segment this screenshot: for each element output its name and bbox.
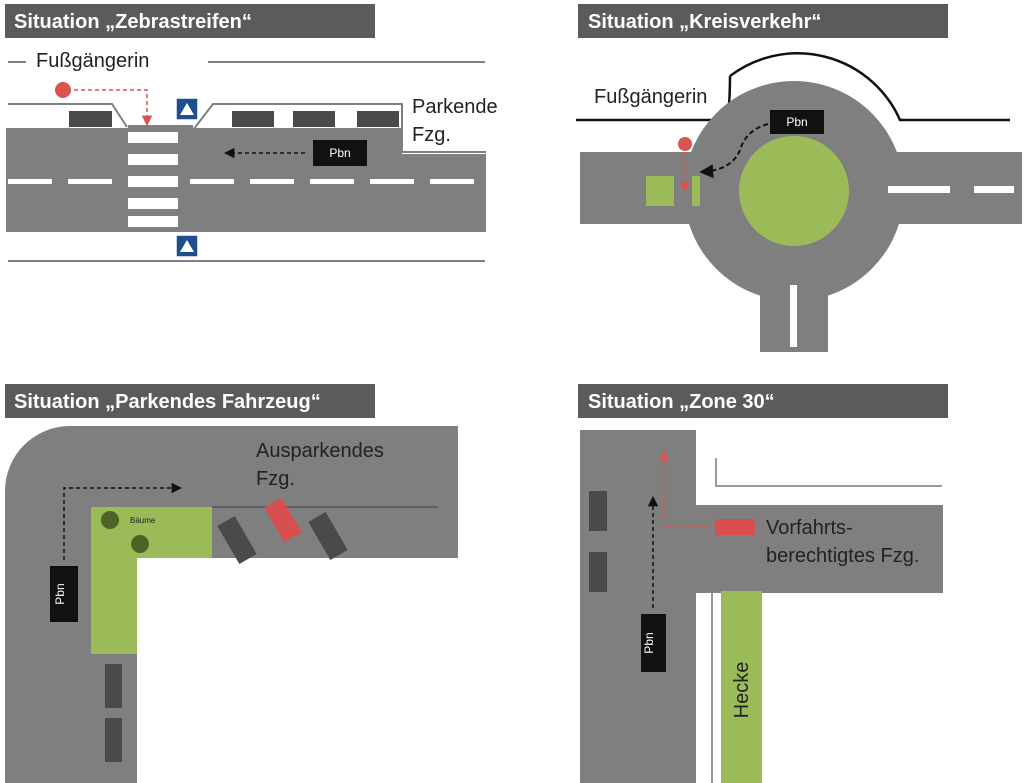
- parked-cars-label-2: Fzg.: [412, 124, 451, 146]
- parked-car: [589, 491, 607, 531]
- leaving-car-label-2: Fzg.: [256, 468, 295, 490]
- priority-car: [715, 519, 755, 535]
- road: [580, 505, 943, 593]
- parked-car: [105, 664, 122, 708]
- panel-zone-30: Situation „Zone 30“ Hecke Vorfahrts- ber…: [578, 384, 948, 783]
- roundabout-island: [739, 136, 849, 246]
- subject-car: [313, 140, 367, 166]
- crossing-island: [692, 176, 700, 206]
- subject-path: [63, 482, 183, 560]
- grass-area: [91, 507, 212, 654]
- crosswalk-sign-bottom-icon: [175, 234, 199, 258]
- panel-header: [578, 4, 948, 38]
- leaving-car: [264, 497, 302, 543]
- panel-title: Situation „Parkendes Fahrzeug“: [14, 391, 321, 413]
- parked-car: [217, 515, 257, 565]
- pedestrian-icon: [55, 82, 71, 98]
- subject-car-label: Pbn: [786, 115, 807, 129]
- panel-zebrastreifen: Situation „Zebrastreifen“ Fußgängerin: [5, 4, 498, 262]
- pedestrian-label: Fußgängerin: [594, 86, 707, 108]
- lane-markings: [790, 186, 1014, 347]
- panel-parkendes-fahrzeug: Situation „Parkendes Fahrzeug“ Bäume Aus…: [5, 384, 458, 783]
- panel-title: Situation „Zone 30“: [588, 391, 775, 413]
- panel-title: Situation „Zebrastreifen“: [14, 11, 252, 33]
- road: [580, 430, 696, 783]
- parked-car: [589, 552, 607, 592]
- pedestrian-label: Fußgängerin: [36, 50, 149, 72]
- panel-header: [5, 384, 375, 418]
- priority-car-path: [658, 449, 713, 528]
- tree-icon: [131, 535, 149, 553]
- lane-markings: [8, 179, 474, 184]
- pedestrian-path: [74, 89, 153, 127]
- subject-car-label: Pbn: [329, 146, 350, 160]
- subject-car: [770, 110, 824, 134]
- panel-header: [578, 384, 948, 418]
- hedge-label: Hecke: [731, 662, 753, 719]
- parked-car: [308, 511, 348, 561]
- panel-kreisverkehr: Situation „Kreisverkehr“ Fußgängerin Pbn: [576, 4, 1022, 352]
- hedge: [721, 591, 762, 783]
- pedestrian-icon: [678, 137, 692, 151]
- zebra-crossing: [128, 132, 178, 227]
- subject-car-label: Pbn: [642, 632, 656, 653]
- subject-path: [699, 123, 769, 179]
- leaving-car-label-1: Ausparkendes: [256, 440, 384, 462]
- trees-label: Bäume: [130, 516, 156, 525]
- crossing-island: [646, 176, 674, 206]
- panel-header: [5, 4, 375, 38]
- subject-car: [50, 566, 78, 622]
- tree-icon: [101, 511, 119, 529]
- parked-cars-label-1: Parkende: [412, 96, 498, 118]
- priority-car-label-1: Vorfahrts-: [766, 517, 853, 539]
- subject-car-label: Pbn: [53, 583, 67, 604]
- priority-car-label-2: berechtigtes Fzg.: [766, 545, 919, 567]
- parked-cars: [69, 111, 399, 127]
- panel-title: Situation „Kreisverkehr“: [588, 11, 821, 33]
- subject-car: [641, 614, 666, 672]
- parked-car: [105, 718, 122, 762]
- crosswalk-sign-top-icon: [175, 97, 199, 121]
